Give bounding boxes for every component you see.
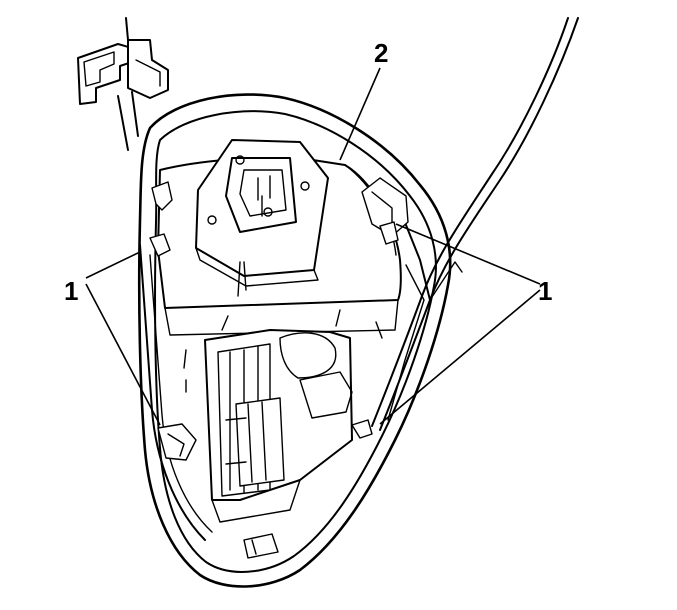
mounting-bracket bbox=[77, 17, 169, 151]
wiring-harness-cable bbox=[371, 17, 579, 431]
bottom-clip bbox=[243, 533, 279, 559]
actuator-assembly bbox=[183, 309, 383, 523]
callout-1-left: 1 bbox=[64, 276, 78, 306]
housing-inner-bezel bbox=[139, 204, 431, 541]
electrical-connector bbox=[195, 139, 329, 297]
retaining-tabs bbox=[149, 177, 409, 461]
callout-2-top: 2 bbox=[374, 38, 388, 68]
callout-1-right: 1 bbox=[538, 276, 552, 306]
leader-lines bbox=[85, 67, 541, 426]
